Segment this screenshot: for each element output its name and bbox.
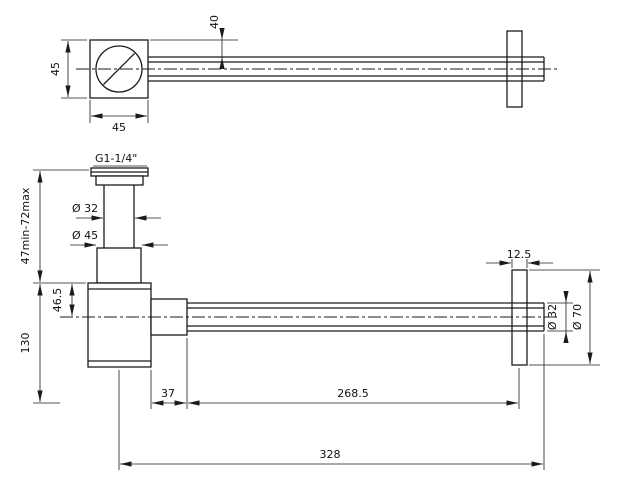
dim-pipe-offset: 40: [150, 15, 238, 69]
dim-flange-to-axis: 46.5: [51, 284, 75, 316]
valve-screw-slot: [103, 53, 135, 85]
dim-label: 45: [112, 121, 126, 134]
dim-label: 45: [49, 62, 62, 76]
dim-label: 47min-72max: [19, 187, 32, 264]
top-view: 45 45 40: [49, 15, 557, 134]
dim-adjust-range: 47min-72max: [19, 169, 89, 284]
dim-outlet-length: 268.5: [188, 368, 520, 409]
dim-rosette-diameter: Ø 45: [70, 229, 168, 248]
dim-outlet-diameter: Ø 32: [546, 291, 573, 343]
dim-label: 130: [19, 333, 32, 354]
inlet-nut: [95, 175, 144, 186]
dim-wall-flange-width: 12.5: [486, 248, 553, 268]
dim-label: Ø 32: [72, 202, 98, 215]
dim-label: 268.5: [337, 387, 369, 400]
dim-label: 40: [208, 15, 221, 29]
side-view: G1-1/4" Ø 32 Ø 45: [19, 152, 600, 470]
dim-flange-width: 45: [89, 100, 149, 134]
dim-label: Ø 45: [72, 229, 98, 242]
trap-body: [87, 282, 152, 368]
dim-label: Ø 70: [571, 304, 584, 330]
rosette-sleeve: [96, 247, 142, 284]
dim-height: 130: [19, 284, 60, 404]
side-wall-flange: [511, 269, 528, 366]
dim-label: 46.5: [51, 288, 64, 313]
dim-flange-height: 45: [49, 39, 87, 99]
dim-label: 328: [320, 448, 341, 461]
dim-inlet-diameter: Ø 32: [72, 202, 161, 221]
dim-label: 37: [161, 387, 175, 400]
thread-label: G1-1/4": [95, 152, 137, 165]
dim-label: 12.5: [507, 248, 532, 261]
dim-trap-offset: 37: [150, 338, 188, 409]
dim-wall-rosette-diameter: Ø 70: [529, 269, 600, 366]
dim-label: Ø 32: [546, 304, 559, 330]
dim-total-length: 328: [118, 334, 545, 470]
